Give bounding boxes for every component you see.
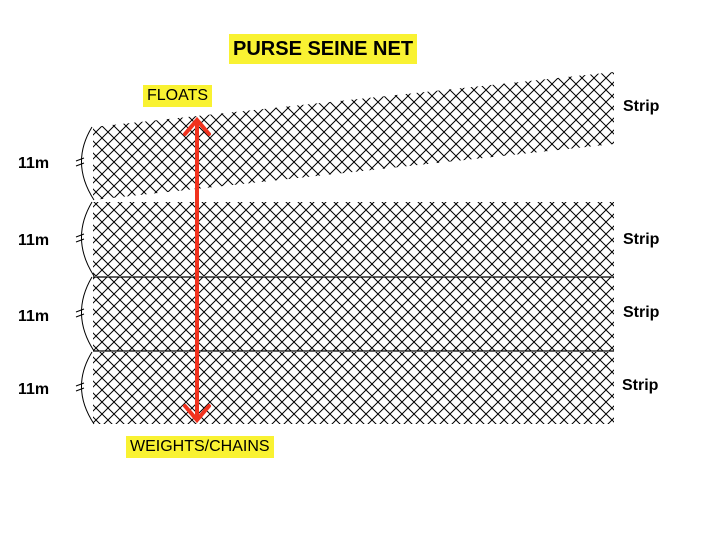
strip-4-height-label: 11m: [18, 381, 50, 398]
net-strip-3: [93, 277, 614, 351]
dimension-brace: [81, 126, 95, 201]
dimension-brace: [81, 201, 95, 277]
net-strip-1: [93, 72, 614, 200]
net-strip-2: [93, 202, 614, 276]
strip-1-label: Strip: [623, 98, 660, 115]
break-marks: [75, 157, 85, 392]
floats-label: FLOATS: [143, 85, 213, 107]
weights-chains-label: WEIGHTS/CHAINS: [126, 436, 274, 458]
strip-2-label: Strip: [623, 231, 660, 248]
dimension-brace: [81, 276, 95, 352]
diagram-title: PURSE SEINE NET: [229, 34, 418, 64]
strip-1-height-label: 11m: [18, 155, 50, 172]
net-strip-4: [93, 352, 614, 424]
dimension-brace: [81, 351, 95, 425]
strip-2-height-label: 11m: [18, 232, 50, 249]
strip-3-height-label: 11m: [18, 308, 50, 325]
strip-4-label: Strip: [622, 377, 659, 394]
strip-3-label: Strip: [623, 304, 660, 321]
depth-arrow: [183, 116, 211, 424]
